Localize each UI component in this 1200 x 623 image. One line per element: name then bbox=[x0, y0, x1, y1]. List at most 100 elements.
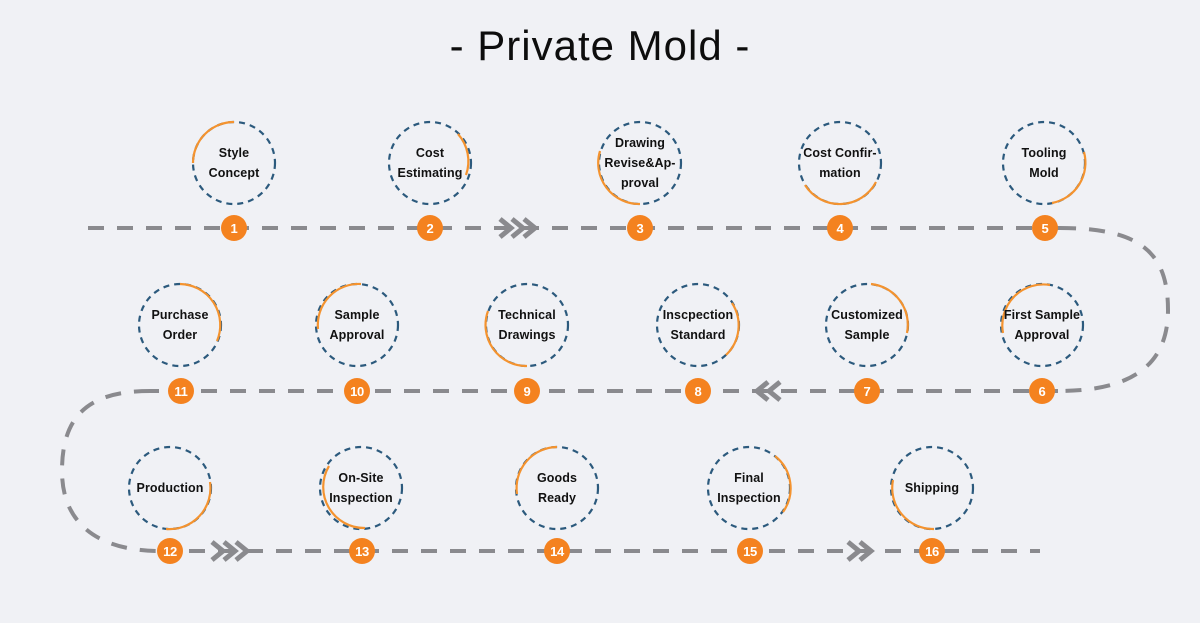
node-label-line: Inspection bbox=[717, 491, 781, 505]
process-node-1[interactable]: Style Concept bbox=[190, 119, 278, 207]
node-ring-9 bbox=[484, 282, 570, 368]
node-label-line: Estimating bbox=[397, 166, 463, 180]
process-node-16[interactable]: Shipping bbox=[888, 444, 976, 532]
step-badge-14[interactable]: 14 bbox=[544, 538, 570, 564]
node-label-line: Purchase bbox=[151, 307, 209, 322]
node-label-line: Inscpection bbox=[662, 307, 734, 322]
node-label-line: Concept bbox=[208, 166, 260, 180]
process-node-12[interactable]: Production bbox=[126, 444, 214, 532]
node-label-line: Revise&Ap- bbox=[604, 155, 676, 170]
node-label-line: mation bbox=[819, 166, 861, 180]
step-badge-13[interactable]: 13 bbox=[349, 538, 375, 564]
page-title: - Private Mold - bbox=[449, 22, 751, 69]
node-label-12: Production bbox=[118, 444, 222, 532]
process-node-15[interactable]: Final Inspection bbox=[705, 444, 793, 532]
node-label-line: Tooling bbox=[1021, 145, 1067, 160]
node-label-10: Sample Approval bbox=[305, 281, 409, 369]
node-label-9: Technical Drawings bbox=[475, 281, 579, 369]
node-label-line: Approval bbox=[1014, 328, 1070, 342]
node-ring-16 bbox=[889, 445, 975, 531]
node-ring-4 bbox=[797, 120, 883, 206]
step-badge-2[interactable]: 2 bbox=[417, 215, 443, 241]
step-badge-12[interactable]: 12 bbox=[157, 538, 183, 564]
node-label-line: On-Site bbox=[338, 470, 384, 485]
node-ring-13 bbox=[318, 445, 404, 531]
process-node-10[interactable]: Sample Approval bbox=[313, 281, 401, 369]
process-node-4[interactable]: Cost Confir- mation bbox=[796, 119, 884, 207]
node-label-16: Shipping bbox=[880, 444, 984, 532]
node-label-line: Sample bbox=[334, 307, 380, 322]
node-label-7: Customized Sample bbox=[815, 281, 919, 369]
node-label-line: Technical bbox=[498, 307, 556, 322]
node-label-line: Final bbox=[734, 470, 764, 485]
step-badge-5[interactable]: 5 bbox=[1032, 215, 1058, 241]
chevron-right-icon-row3-a bbox=[210, 540, 251, 562]
chevron-left-icon-row2 bbox=[753, 380, 782, 402]
process-node-3[interactable]: Drawing Revise&Ap- proval bbox=[596, 119, 684, 207]
step-badge-9[interactable]: 9 bbox=[514, 378, 540, 404]
step-badge-3[interactable]: 3 bbox=[627, 215, 653, 241]
node-label-line: Order bbox=[162, 328, 198, 342]
chevron-right-icon-row1 bbox=[498, 217, 539, 239]
node-label-11: Purchase Order bbox=[128, 281, 232, 369]
node-label-13: On-Site Inspection bbox=[309, 444, 413, 532]
process-node-9[interactable]: Technical Drawings bbox=[483, 281, 571, 369]
node-label-line: Drawings bbox=[498, 328, 556, 342]
node-ring-10 bbox=[314, 282, 400, 368]
process-node-6[interactable]: First Sample Approval bbox=[998, 281, 1086, 369]
process-node-14[interactable]: Goods Ready bbox=[513, 444, 601, 532]
process-node-13[interactable]: On-Site Inspection bbox=[317, 444, 405, 532]
process-node-7[interactable]: Customized Sample bbox=[823, 281, 911, 369]
node-label-2: Cost Estimating bbox=[378, 119, 482, 207]
node-label-line: Style bbox=[218, 145, 250, 160]
process-node-11[interactable]: Purchase Order bbox=[136, 281, 224, 369]
node-label-line: Sample bbox=[844, 328, 890, 342]
step-badge-1[interactable]: 1 bbox=[221, 215, 247, 241]
node-label-15: Final Inspection bbox=[697, 444, 801, 532]
node-ring-11 bbox=[137, 282, 223, 368]
node-ring-3 bbox=[597, 120, 683, 206]
step-badge-8[interactable]: 8 bbox=[685, 378, 711, 404]
node-label-line: Cost Confir- bbox=[803, 145, 877, 160]
node-ring-5 bbox=[1001, 120, 1087, 206]
node-label-1: Style Concept bbox=[182, 119, 286, 207]
node-label-line: Production bbox=[136, 480, 204, 495]
node-label-line: Inspection bbox=[329, 491, 393, 505]
node-label-line: Customized bbox=[831, 307, 903, 322]
node-label-line: Mold bbox=[1029, 166, 1059, 180]
node-ring-14 bbox=[514, 445, 600, 531]
node-label-line: First Sample bbox=[1003, 307, 1081, 322]
process-node-2[interactable]: Cost Estimating bbox=[386, 119, 474, 207]
node-label-line: proval bbox=[620, 176, 660, 191]
step-badge-6[interactable]: 6 bbox=[1029, 378, 1055, 404]
node-label-line: Drawing bbox=[614, 135, 665, 150]
node-label-line: Standard bbox=[670, 328, 726, 342]
node-label-line: Shipping bbox=[904, 480, 960, 495]
node-label-14: Goods Ready bbox=[505, 444, 609, 532]
node-label-3: Drawing Revise&Ap- proval bbox=[588, 119, 692, 207]
step-badge-10[interactable]: 10 bbox=[344, 378, 370, 404]
step-badge-15[interactable]: 15 bbox=[737, 538, 763, 564]
chevron-right-icon-row3-b bbox=[846, 540, 875, 562]
node-ring-1 bbox=[191, 120, 277, 206]
node-label-8: Inscpection Standard bbox=[646, 281, 750, 369]
node-ring-6 bbox=[999, 282, 1085, 368]
node-ring-15 bbox=[706, 445, 792, 531]
node-label-line: Goods bbox=[536, 470, 578, 485]
process-node-8[interactable]: Inscpection Standard bbox=[654, 281, 742, 369]
node-ring-8 bbox=[655, 282, 741, 368]
step-badge-4[interactable]: 4 bbox=[827, 215, 853, 241]
step-badge-11[interactable]: 11 bbox=[168, 378, 194, 404]
node-ring-12 bbox=[127, 445, 213, 531]
step-badge-16[interactable]: 16 bbox=[919, 538, 945, 564]
node-label-5: Tooling Mold bbox=[992, 119, 1096, 207]
node-label-line: Cost bbox=[415, 145, 445, 160]
node-label-4: Cost Confir- mation bbox=[788, 119, 892, 207]
node-ring-7 bbox=[824, 282, 910, 368]
node-ring-2 bbox=[387, 120, 473, 206]
node-label-line: Ready bbox=[537, 491, 577, 505]
step-badge-7[interactable]: 7 bbox=[854, 378, 880, 404]
node-label-6: First Sample Approval bbox=[990, 281, 1094, 369]
process-node-5[interactable]: Tooling Mold bbox=[1000, 119, 1088, 207]
